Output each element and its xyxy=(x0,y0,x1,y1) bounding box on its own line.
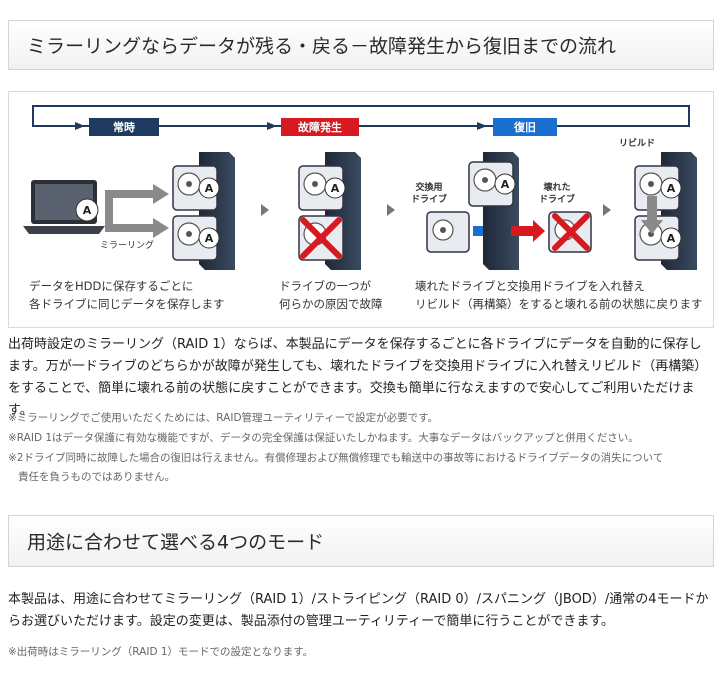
nas-tower-rebuilt: A A xyxy=(634,152,697,270)
timeline-arrow-icon xyxy=(75,122,487,130)
footnote: ※ミラーリングでご使用いただくためには、RAID管理ユーティリティーで設定が必要… xyxy=(8,412,439,424)
next-step-arrow-icon xyxy=(603,204,611,216)
body-text: 本製品は、用途に合わせてミラーリング（RAID 1）/ストライピング（RAID … xyxy=(8,592,709,629)
stage-label: 復旧 xyxy=(513,120,536,134)
replacement-drive-icon xyxy=(426,211,470,253)
svg-text:A: A xyxy=(83,204,92,217)
footnote: ※RAID 1はデータ保護に有効な機能ですが、データの完全保護は保証いたしかねま… xyxy=(8,432,639,444)
section-title: ミラーリングならデータが残る・戻る－故障発生から復旧までの流れ xyxy=(27,35,617,58)
next-step-arrow-icon xyxy=(387,204,395,216)
body-text: 出荷時設定のミラーリング（RAID 1）ならば、本製品にデータを保存するごとに各… xyxy=(8,337,708,418)
caption-recovery: 壊れたドライブと交換用ドライブを入れ替え xyxy=(415,279,645,293)
nas-tower-normal: A A xyxy=(172,152,235,270)
footnote: 責任を負うものではありません。 xyxy=(18,471,176,483)
footnote: ※2ドライブ同時に故障した場合の復旧は行えません。有償修理および無償修理でも輸送… xyxy=(8,452,664,464)
stage-badge-failure: 故障発生 xyxy=(281,118,359,136)
broken-drive-icon xyxy=(548,211,592,253)
svg-text:A: A xyxy=(205,182,214,195)
section-title: 用途に合わせて選べる4つのモード xyxy=(27,531,325,554)
caption-recovery: リビルド（再構築）をすると壊れる前の状態に戻ります xyxy=(415,297,703,311)
caption-failure: 何らかの原因で故障 xyxy=(279,297,383,311)
nas-tower-failure: A xyxy=(298,152,361,270)
broken-drive-label: ドライブ xyxy=(539,193,575,205)
svg-text:A: A xyxy=(205,232,214,245)
raid-flow-diagram: 常時 故障発生 復旧 A ミラーリング A A xyxy=(8,91,714,328)
mirror-arrow-icon xyxy=(105,184,169,238)
stage-label: 故障発生 xyxy=(298,120,342,134)
svg-text:A: A xyxy=(331,182,340,195)
next-step-arrow-icon xyxy=(261,204,269,216)
section-header-modes: 用途に合わせて選べる4つのモード xyxy=(8,515,714,567)
svg-text:A: A xyxy=(667,232,676,245)
broken-drive-label: 壊れた xyxy=(543,181,570,193)
swap-out-arrow-icon xyxy=(511,220,545,242)
replacement-drive-label: 交換用 xyxy=(415,181,442,193)
broken-x-icon xyxy=(300,217,342,259)
nas-tower-recovery: A xyxy=(468,152,519,270)
svg-text:A: A xyxy=(501,178,510,191)
rebuild-label: リビルド xyxy=(619,137,655,149)
stage-label: 常時 xyxy=(113,120,135,134)
rebuild-arrow-icon xyxy=(641,196,663,234)
caption-failure: ドライブの一つが xyxy=(279,279,371,293)
mirroring-label: ミラーリング xyxy=(100,239,154,251)
section-header-raid-flow: ミラーリングならデータが残る・戻る－故障発生から復旧までの流れ xyxy=(8,20,714,70)
svg-text:A: A xyxy=(667,182,676,195)
stage-badge-recovery: 復旧 xyxy=(493,118,557,136)
laptop-icon: A xyxy=(23,180,105,234)
caption-normal: 各ドライブに同じデータを保存します xyxy=(29,297,225,311)
footnote: ※出荷時はミラーリング（RAID 1）モードでの設定となります。 xyxy=(8,646,314,658)
stage-badge-normal: 常時 xyxy=(89,118,159,136)
replacement-drive-label: ドライブ xyxy=(411,193,447,205)
caption-normal: データをHDDに保存するごとに xyxy=(29,279,193,293)
